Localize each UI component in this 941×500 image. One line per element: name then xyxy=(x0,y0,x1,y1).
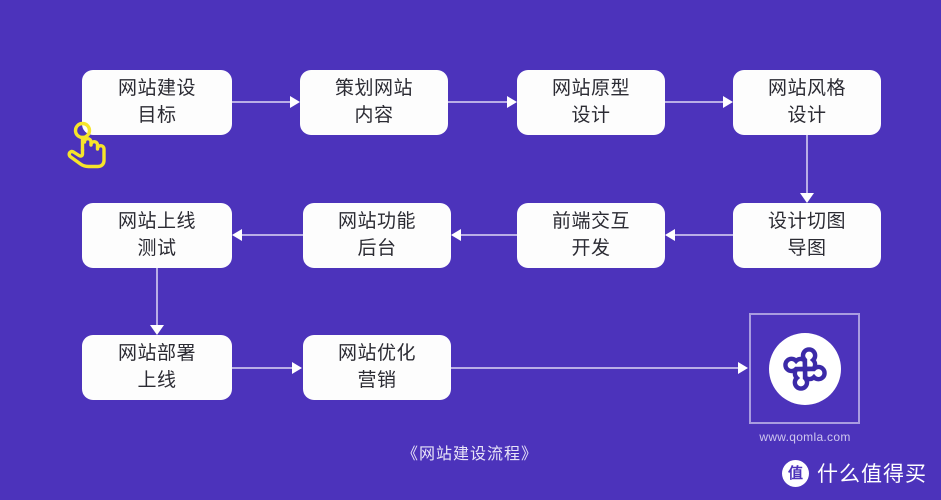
edge-n9-n10 xyxy=(232,367,295,369)
edge-n6-n7 xyxy=(459,234,517,236)
edge-arrow-n6-n7 xyxy=(451,229,461,241)
edge-arrow-n3-n4 xyxy=(723,96,733,108)
edge-arrow-n9-n10 xyxy=(292,362,302,374)
flow-node-slice-export[interactable]: 设计切图 导图 xyxy=(733,203,881,268)
diagram-caption: 《网站建设流程》 xyxy=(401,446,538,463)
qomla-logo-panel[interactable] xyxy=(749,313,860,424)
flow-node-label: 设计切图 导图 xyxy=(767,210,846,259)
edge-n5-n6 xyxy=(673,234,733,236)
flow-node-label: 前端交互 开发 xyxy=(551,210,630,259)
tap-hand-cursor-icon xyxy=(64,116,120,172)
flow-node-backend-function[interactable]: 网站功能 后台 xyxy=(303,203,451,268)
edge-n8-n9 xyxy=(156,268,158,327)
edge-arrow-n5-n6 xyxy=(665,229,675,241)
flow-node-label: 网站上线 测试 xyxy=(117,210,196,259)
flow-node-label: 网站功能 后台 xyxy=(337,210,416,259)
edge-n4-n5 xyxy=(806,135,808,195)
flow-node-label: 网站建设 目标 xyxy=(117,77,196,126)
flow-node-optimize-marketing[interactable]: 网站优化 营销 xyxy=(303,335,451,400)
flow-node-style-design[interactable]: 网站风格 设计 xyxy=(733,70,881,135)
flow-node-label: 网站部署 上线 xyxy=(117,342,196,391)
flow-node-label: 网站优化 营销 xyxy=(337,342,416,391)
edge-arrow-n8-n9 xyxy=(150,325,164,335)
flow-node-website-goal[interactable]: 网站建设 目标 xyxy=(82,70,232,135)
edge-arrow-n10-logo xyxy=(738,362,748,374)
flow-node-label: 网站原型 设计 xyxy=(551,77,630,126)
watermark-badge-icon: 值 xyxy=(782,459,809,487)
flow-node-label: 网站风格 设计 xyxy=(767,77,846,126)
qomla-clover-logo-icon xyxy=(782,346,827,391)
edge-n2-n3 xyxy=(448,101,510,103)
flow-node-frontend-dev[interactable]: 前端交互 开发 xyxy=(517,203,665,268)
edge-n10-logo xyxy=(451,367,741,369)
edge-arrow-n4-n5 xyxy=(800,193,814,203)
edge-n7-n8 xyxy=(240,234,303,236)
flow-node-plan-content[interactable]: 策划网站 内容 xyxy=(300,70,448,135)
watermark: 值 什么值得买 xyxy=(782,458,927,488)
flow-node-label: 策划网站 内容 xyxy=(334,77,413,126)
flow-node-deploy-online[interactable]: 网站部署 上线 xyxy=(82,335,232,400)
edge-arrow-n7-n8 xyxy=(232,229,242,241)
edge-arrow-n1-n2 xyxy=(290,96,300,108)
edge-n3-n4 xyxy=(665,101,726,103)
watermark-text: 什么值得买 xyxy=(817,463,927,486)
edge-n1-n2 xyxy=(232,101,294,103)
edge-arrow-n2-n3 xyxy=(507,96,517,108)
qomla-logo-circle xyxy=(768,332,841,405)
flow-node-launch-test[interactable]: 网站上线 测试 xyxy=(82,203,232,268)
logo-url-text: www.qomla.com xyxy=(759,430,851,444)
flow-node-prototype-design[interactable]: 网站原型 设计 xyxy=(517,70,665,135)
